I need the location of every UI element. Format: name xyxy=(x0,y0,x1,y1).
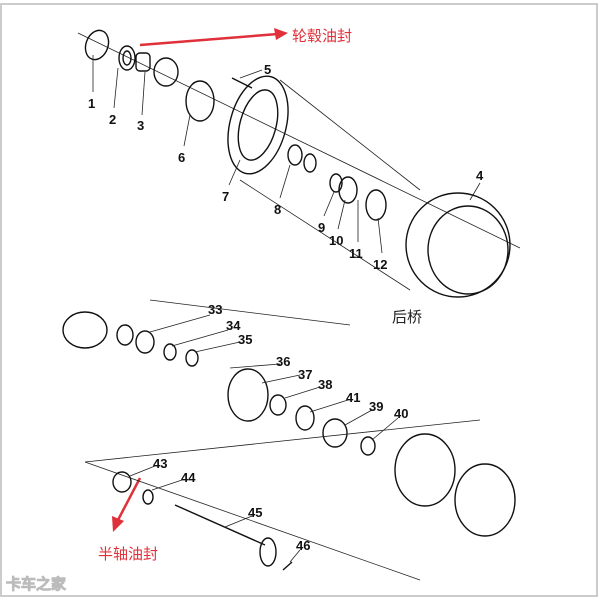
part-number-45: 45 xyxy=(248,505,262,520)
rear-axle-label: 后桥 xyxy=(392,308,422,326)
part-number-5: 5 xyxy=(264,62,271,77)
part-46-bolt xyxy=(282,561,293,571)
part-41-ring xyxy=(295,405,315,431)
part-37-hub xyxy=(227,368,269,422)
part-7-hub xyxy=(227,75,289,175)
leader-lines xyxy=(92,55,481,563)
part-number-11: 11 xyxy=(349,246,363,261)
part-number-7: 7 xyxy=(222,189,229,204)
part-2-inner xyxy=(122,50,132,66)
part-number-8: 8 xyxy=(274,202,281,217)
hub-seal-arrowhead xyxy=(274,28,288,40)
part-5-bolt xyxy=(231,77,253,89)
part-7-hub-inner xyxy=(237,89,279,161)
part-9-nut xyxy=(329,173,343,193)
part-33-bearing xyxy=(135,330,155,354)
part-33-seal xyxy=(116,324,134,346)
part-2-seal xyxy=(118,45,136,71)
part-number-39: 39 xyxy=(369,399,383,414)
part-number-12: 12 xyxy=(373,257,387,272)
part-4-drum-inner xyxy=(427,205,509,295)
part-1-oring xyxy=(84,29,110,61)
part-number-2: 2 xyxy=(109,112,116,127)
part-number-38: 38 xyxy=(318,377,332,392)
hub-oil-seal-label: 轮毂油封 xyxy=(292,27,352,45)
part-34 xyxy=(163,343,177,361)
part-number-44: 44 xyxy=(181,470,196,485)
part-number-6: 6 xyxy=(178,150,185,165)
part-number-4: 4 xyxy=(476,168,484,183)
plane-line-top xyxy=(84,419,481,463)
shaft-seal-arrow xyxy=(116,477,142,521)
part-3-cup xyxy=(153,57,179,87)
half-shaft-oil-seal-label: 半轴油封 xyxy=(98,545,158,563)
part-number-34: 34 xyxy=(226,318,241,333)
part-35 xyxy=(185,349,199,367)
part-number-36: 36 xyxy=(276,354,290,369)
plane-line-left xyxy=(84,461,421,581)
part-4-drum xyxy=(405,192,511,298)
part-number-1: 1 xyxy=(88,96,95,111)
part-number-46: 46 xyxy=(296,538,310,553)
part-number-10: 10 xyxy=(329,233,343,248)
part-43 xyxy=(112,471,132,493)
part-44 xyxy=(142,489,154,505)
image-border xyxy=(0,3,598,597)
knuckle xyxy=(62,311,108,349)
part-number-43: 43 xyxy=(153,456,167,471)
part-45-flange xyxy=(259,537,277,567)
part-8-washer xyxy=(303,153,317,173)
frame-line xyxy=(149,299,351,326)
part-12-cap xyxy=(365,189,387,221)
shaft-seal-arrowhead xyxy=(112,516,124,532)
part-40 xyxy=(360,436,376,456)
part-11-plate xyxy=(338,176,358,204)
part-39 xyxy=(322,418,348,448)
hub-seal-arrow xyxy=(139,32,279,47)
part-8-bearing xyxy=(287,144,303,166)
part-45-shaft xyxy=(174,504,266,546)
part-number-33: 33 xyxy=(208,302,222,317)
wheel-rim-2 xyxy=(454,463,516,537)
part-number-40: 40 xyxy=(394,406,408,421)
wheel-rim-1 xyxy=(394,433,456,507)
part-6-ring xyxy=(185,80,215,122)
part-38 xyxy=(269,394,287,416)
axis-line-upper xyxy=(77,32,521,249)
part-3-bearing xyxy=(135,52,151,72)
watermark: 卡车之家 xyxy=(6,575,66,593)
part-number-37: 37 xyxy=(298,367,312,382)
drum-edge-bottom xyxy=(239,179,411,291)
drum-edge-top xyxy=(279,79,421,191)
part-number-3: 3 xyxy=(137,118,144,133)
part-number-35: 35 xyxy=(238,332,252,347)
part-number-9: 9 xyxy=(318,220,325,235)
part-number-41: 41 xyxy=(346,390,360,405)
